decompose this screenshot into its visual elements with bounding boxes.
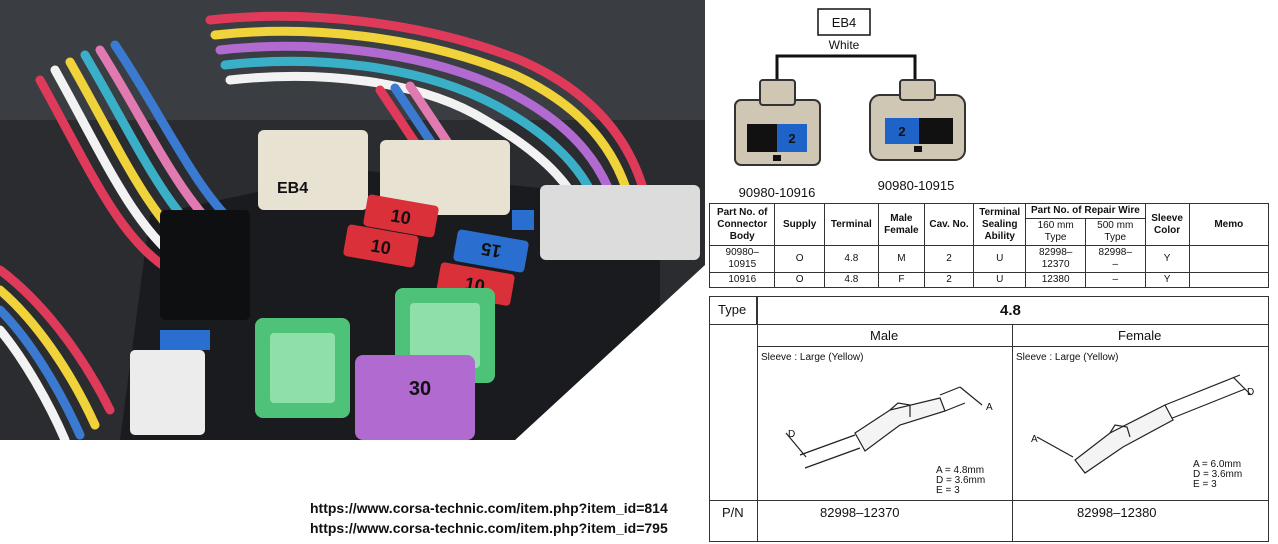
connector-table: Part No. of Connector Body Supply Termin… [708,203,1270,288]
table-row: 10916 O 4.8 F 2 U 12380 – Y [708,272,1270,288]
svg-text:D = 3.6mm: D = 3.6mm [936,475,985,486]
eb4-connector [258,130,368,210]
svg-text:A = 6.0mm: A = 6.0mm [1193,459,1241,470]
svg-text:E = 3: E = 3 [1193,479,1217,490]
female-part-number: 82998–12380 [1077,505,1157,520]
fuse-10-b: 10 [343,224,419,268]
header-wire-160: 160 mm Type [1025,218,1086,246]
svg-text:D: D [1247,387,1254,398]
header-repair-wire: Part No. of Repair Wire [1025,203,1146,219]
connector-left-housing: 1 2 [734,79,821,166]
male-label: Male [870,328,899,343]
connector-right-housing: 2 1 [869,79,966,161]
header-wire-500: 500 mm Type [1084,218,1146,246]
header-cav-no: Cav. No. [923,203,975,246]
svg-text:A: A [1031,434,1038,445]
pn-label: P/N [722,505,744,520]
svg-text:30: 30 [409,378,431,400]
svg-text:A: A [986,402,993,413]
right-part-number: 90980-10915 [878,178,955,193]
svg-text:D = 3.6mm: D = 3.6mm [1193,469,1242,480]
white-connector [380,140,510,215]
svg-text:15: 15 [480,238,503,261]
fuse-box-photo: 10 10 15 10 30 EB4 [0,0,705,440]
header-sleeve: Sleeve Color [1144,203,1190,246]
female-label: Female [1118,328,1162,343]
eb4-photo-label: EB4 [277,180,308,197]
svg-text:D: D [788,429,795,440]
svg-text:2: 2 [898,124,905,139]
table-row: 90980– 10915 O 4.8 M 2 U 82998– 12370 82… [708,245,1270,273]
fuse-30: 30 [355,355,475,440]
svg-text:2: 2 [788,131,795,146]
female-sleeve-note: Sleeve : Large (Yellow) [1016,352,1119,363]
type-value: 4.8 [1000,302,1021,319]
connector-diagram: EB4 White 1 2 2 1 90980-10916 90980-1091… [734,8,966,200]
header-part-no: Part No. of Connector Body [708,203,776,246]
svg-text:1: 1 [932,124,939,139]
svg-text:E = 3: E = 3 [936,485,960,495]
male-terminal-drawing: D A A = 4.8mm D = 3.6mm E = 3 [785,386,993,495]
left-part-number: 90980-10916 [739,185,816,200]
fuse-15: 15 [453,229,529,273]
source-url-2[interactable]: https://www.corsa-technic.com/item.php?i… [310,520,668,536]
connector-name-box [817,8,871,36]
header-memo: Memo [1188,203,1270,246]
grey-connector [540,185,700,260]
male-part-number: 82998–12370 [820,505,900,520]
female-terminal-drawing: D A A = 6.0mm D = 3.6mm E = 3 [1031,374,1254,490]
connector-name: EB4 [832,15,857,30]
svg-text:10: 10 [369,235,392,258]
male-sleeve-note: Sleeve : Large (Yellow) [761,352,864,363]
black-connector [160,210,250,320]
type-label: Type [718,302,747,317]
header-male-female: Male Female [877,203,925,246]
fuse-10-a: 10 [363,194,439,238]
svg-text:A = 4.8mm: A = 4.8mm [936,465,984,476]
header-supply: Supply [774,203,825,246]
connector-color: White [829,38,860,52]
terminal-spec-frame [709,296,1269,542]
header-terminal: Terminal [823,203,879,246]
source-url-1[interactable]: https://www.corsa-technic.com/item.php?i… [310,500,668,516]
header-sealing: Terminal Sealing Ability [973,203,1027,246]
svg-text:10: 10 [389,205,412,228]
svg-text:1: 1 [758,131,765,146]
small-connector [130,350,205,435]
